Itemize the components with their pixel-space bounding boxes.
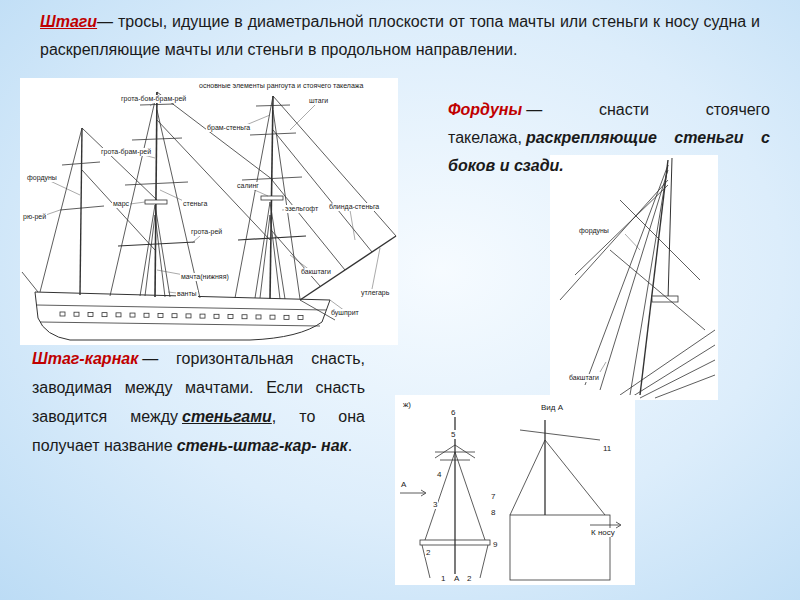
part-label: рю-рей [22, 213, 47, 221]
callout-number: 2 [425, 548, 431, 557]
text-paragraph: Штаг-карнак— горизонтальная снасть, заво… [32, 344, 365, 460]
part-label: марс [112, 200, 130, 208]
gun-port [186, 314, 191, 318]
part-label: грота-рей [190, 228, 223, 236]
gun-port [158, 313, 163, 317]
gun-port [228, 315, 233, 319]
gun-port [284, 315, 289, 319]
callout-number: 11 [602, 444, 612, 453]
definition-text: . [348, 437, 352, 454]
gun-port [270, 315, 275, 319]
part-label: грота-бом-брам-рей [120, 95, 187, 103]
part-label: эзельгофт [284, 205, 319, 213]
callout-number: 4 [436, 470, 442, 479]
definition-text: стеньгами [182, 408, 272, 425]
part-label: штаги [308, 97, 329, 105]
callout-number: ж) [402, 400, 412, 409]
part-label: ванты [176, 290, 198, 298]
text-paragraph: Штаги— тросы, идущие в диаметральной пло… [40, 8, 760, 64]
part-label: основные элементы рангоута и стоячего та… [198, 82, 364, 90]
callout-number: А [400, 480, 407, 489]
part-label: салинг [236, 182, 260, 190]
callout-number: 7 [490, 492, 496, 501]
part-label: грота-брам-рей [100, 148, 152, 156]
part-label: мачта(нижняя) [180, 273, 230, 281]
gun-port [242, 315, 247, 319]
callout-number: 6 [450, 408, 456, 417]
gun-port [144, 313, 149, 317]
gun-port [214, 314, 219, 318]
part-label: фордуны [26, 174, 58, 182]
gun-port [60, 312, 65, 316]
fordun-drawing [550, 155, 718, 400]
callout-number: 1 [440, 574, 446, 583]
callout-number: К носу [590, 528, 616, 537]
callout-number: Вид А [540, 403, 564, 412]
leader-lines [40, 102, 380, 311]
gun-port [130, 313, 135, 317]
callout-number: 8 [490, 508, 496, 517]
mast-figure [395, 395, 635, 585]
callout-number: 5 [450, 430, 456, 439]
part-label: бушприт [330, 309, 360, 317]
callout-number: А [453, 574, 460, 583]
part-label: бакштаги [300, 268, 332, 276]
gun-port [102, 313, 107, 317]
definition-text: стень-штаг-кар- нак [177, 437, 348, 454]
ship-drawing [20, 78, 398, 345]
gun-port [200, 314, 205, 318]
gun-port [88, 312, 93, 316]
part-label: фордуны [578, 227, 610, 235]
gun-port [172, 314, 177, 318]
text-paragraph: Фордуны— снасти стоячего такелажа,раскре… [448, 96, 770, 180]
gun-port [256, 315, 261, 319]
gun-port [298, 316, 303, 320]
definition-text: — тросы, идущие в диаметральной плоскост… [40, 13, 760, 58]
term-heading: Фордуны [448, 101, 522, 118]
callout-number: 3 [432, 500, 438, 509]
part-label: блинда-стеньга [328, 203, 380, 211]
gun-port [74, 312, 79, 316]
term-heading: Штаги [40, 13, 97, 30]
gun-port [116, 313, 121, 317]
part-label: бакштаги [568, 374, 600, 382]
term-heading: Штаг-карнак [32, 350, 138, 367]
part-label: стеньга [182, 200, 208, 208]
callout-number: 9 [492, 540, 498, 549]
part-label: брам-стеньга [206, 124, 251, 132]
part-label: утлегарь [360, 289, 390, 297]
callout-number: 2 [466, 574, 472, 583]
